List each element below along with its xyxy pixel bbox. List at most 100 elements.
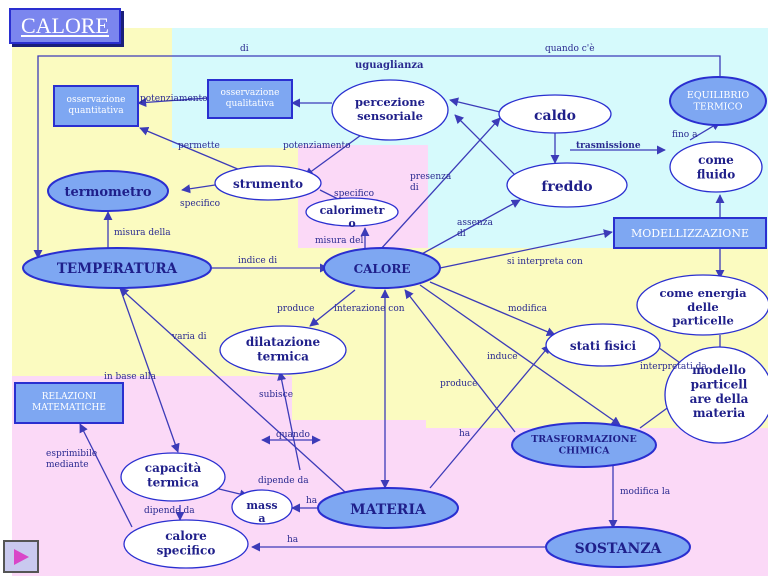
link-produce-1: produce bbox=[277, 304, 314, 314]
link-labels: di quando c'è uguaglianza potenziamento … bbox=[46, 43, 707, 545]
link-permette: permette bbox=[178, 141, 220, 151]
link-potenziamento-2: potenziamento bbox=[283, 141, 351, 151]
node-sostanza[interactable]: SOSTANZA bbox=[545, 526, 691, 568]
link-modifica: modifica bbox=[508, 304, 548, 314]
connector-capacita-dilatazione bbox=[277, 371, 301, 471]
link-specifico-1: specifico bbox=[334, 189, 374, 199]
node-materia[interactable]: MATERIA bbox=[317, 487, 459, 529]
node-caldo[interactable]: caldo bbox=[498, 94, 612, 134]
connector-materia-temperatura bbox=[119, 287, 346, 493]
link-subisce: subisce bbox=[259, 390, 293, 400]
link-dipende-da-1: dipende da bbox=[258, 476, 309, 486]
link-in-base-alla: in base alla bbox=[104, 372, 157, 382]
link-dipende-da-2: dipende da bbox=[144, 506, 195, 516]
link-uguaglianza: uguaglianza bbox=[355, 60, 424, 71]
node-strumento[interactable]: strumento bbox=[214, 165, 322, 201]
node-calore[interactable]: CALORE bbox=[323, 247, 441, 289]
connector-caldo-percezione bbox=[449, 97, 501, 113]
link-di: di bbox=[240, 44, 249, 54]
link-quando-ce: quando c'è bbox=[545, 43, 595, 54]
connector-calore-freddo bbox=[419, 199, 521, 256]
svg-text:freddo: freddo bbox=[541, 179, 592, 195]
region-yellow-top bbox=[12, 28, 172, 248]
link-indice-di: indice di bbox=[238, 256, 277, 266]
connector-calore-statifisici bbox=[429, 281, 556, 336]
link-fino-a: fino a bbox=[672, 130, 698, 140]
link-ha-3: ha bbox=[287, 535, 299, 545]
svg-text:MATERIA: MATERIA bbox=[350, 502, 427, 518]
node-temperatura[interactable]: TEMPERATURA bbox=[22, 247, 212, 289]
link-interpretati-da: interpretati da bbox=[640, 362, 707, 372]
page-title: CALORE bbox=[9, 8, 121, 44]
svg-text:CALORE: CALORE bbox=[354, 262, 411, 276]
connector-calore-caldo bbox=[379, 117, 501, 251]
connector-specifico-relazioni bbox=[79, 423, 133, 528]
link-misura-del: misura del bbox=[315, 236, 363, 246]
connector-freddo-percezione bbox=[454, 114, 521, 181]
node-modellizzazione[interactable]: MODELLIZZAZIONE bbox=[613, 217, 767, 249]
region-pink-inner bbox=[236, 420, 426, 490]
link-varia-di: varia di bbox=[171, 332, 207, 342]
svg-text:caldo: caldo bbox=[534, 108, 576, 124]
link-ha-2: ha bbox=[306, 496, 318, 506]
connector-percezione-strumento bbox=[304, 129, 369, 177]
connector-strumento-termometro bbox=[181, 184, 216, 194]
link-ha-1: ha bbox=[459, 429, 471, 439]
svg-text:strumento: strumento bbox=[233, 177, 303, 191]
link-misura-della: misura della bbox=[114, 228, 171, 238]
node-freddo[interactable]: freddo bbox=[506, 162, 628, 208]
link-si-interpreta-con: si interpreta con bbox=[507, 257, 583, 267]
connector-calore-dilatazione bbox=[309, 289, 356, 327]
svg-text:termometro: termometro bbox=[64, 185, 151, 200]
connector-temperatura-capacita bbox=[119, 287, 180, 453]
svg-text:stati fisici: stati fisici bbox=[570, 339, 637, 353]
link-trasmissione: trasmissione bbox=[576, 141, 641, 151]
node-termometro[interactable]: termometro bbox=[47, 170, 169, 212]
svg-text:SOSTANZA: SOSTANZA bbox=[575, 541, 663, 557]
link-interazione-con: interazione con bbox=[334, 304, 405, 314]
connector-strumento-ossquant bbox=[139, 126, 241, 171]
link-specifico-2: specifico bbox=[180, 199, 220, 209]
svg-text:MODELLIZZAZIONE: MODELLIZZAZIONE bbox=[631, 227, 749, 240]
link-modifica-la: modifica la bbox=[620, 487, 671, 497]
link-induce: induce bbox=[487, 352, 518, 362]
connector-ossqual-ossquant bbox=[137, 97, 209, 107]
link-potenziamento-1: potenziamento bbox=[140, 94, 208, 104]
link-quando: quando bbox=[276, 430, 310, 440]
connector-calore-modellizzazione bbox=[439, 229, 613, 269]
node-stati-fisici[interactable]: stati fisici bbox=[545, 323, 661, 367]
next-slide-button[interactable] bbox=[3, 540, 39, 573]
play-icon bbox=[14, 549, 29, 565]
